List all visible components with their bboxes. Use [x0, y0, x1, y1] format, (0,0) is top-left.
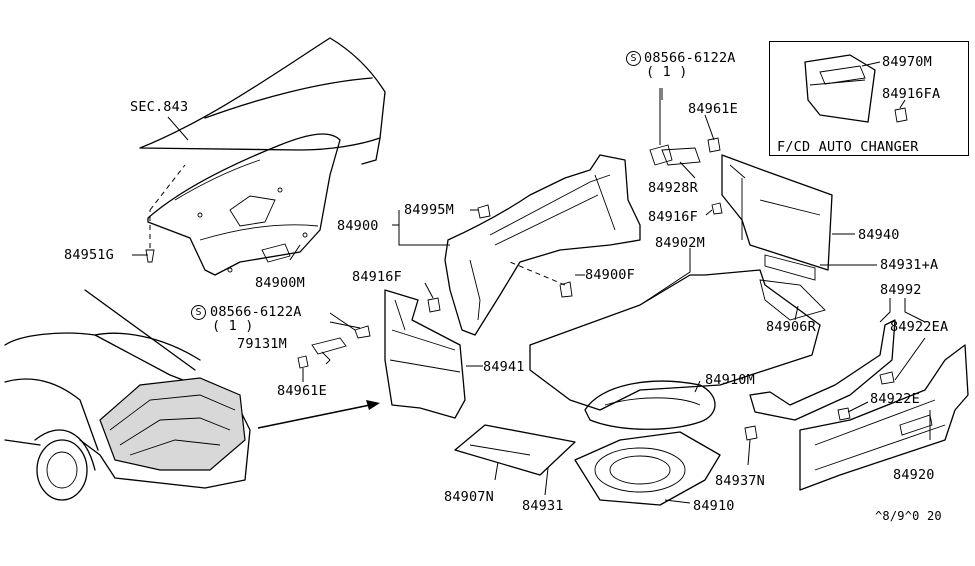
label-84928R: 84928R	[648, 180, 698, 196]
label-84900M: 84900M	[255, 275, 305, 291]
cd-changer-inset	[804, 54, 908, 123]
label-sec843: SEC.843	[130, 99, 189, 115]
label-84920: 84920	[893, 467, 935, 483]
clip-84916F-mid	[711, 202, 723, 215]
rear-finisher-84920	[799, 344, 969, 491]
label-fcd-auto-changer: F/CD AUTO CHANGER	[777, 139, 919, 155]
panel-84941	[384, 289, 466, 419]
label-84900F: 84900F	[585, 267, 635, 283]
label-qty-top: ( 1 )	[646, 64, 688, 80]
strip-84992	[749, 319, 896, 421]
label-84931: 84931	[522, 498, 564, 514]
label-84916F-left: 84916F	[352, 269, 402, 285]
clip-84900F	[509, 261, 573, 298]
label-84995M: 84995M	[404, 202, 454, 218]
label-84906R: 84906R	[766, 319, 816, 335]
label-84940: 84940	[858, 227, 900, 243]
diagram-code: ^8/9^0 20	[875, 509, 942, 523]
label-84907N: 84907N	[444, 489, 494, 505]
screw-symbol-left: S	[191, 305, 206, 320]
label-84916F-mid: 84916F	[648, 209, 698, 225]
floor-mat-84902M	[529, 269, 821, 411]
bracket-79131M	[297, 321, 371, 382]
trunk-lid-finisher-84900M	[147, 133, 341, 276]
car-body	[4, 289, 251, 501]
label-84937N: 84937N	[715, 473, 765, 489]
trunk-lid	[139, 37, 386, 165]
label-84941: 84941	[483, 359, 525, 375]
cd-changer-inset-box	[769, 41, 969, 156]
label-84916FA: 84916FA	[882, 86, 941, 102]
label-84992: 84992	[880, 282, 922, 298]
strip-84931A	[764, 254, 816, 281]
label-84931A: 84931+A	[880, 257, 939, 273]
pointer-arrow	[257, 400, 380, 429]
label-84970M: 84970M	[882, 54, 932, 70]
screw-symbol-top: S	[626, 51, 641, 66]
clip-84995M	[470, 204, 491, 219]
mat-84907N	[454, 424, 576, 476]
tire-cover-84910M	[584, 380, 716, 430]
side-finisher-84900	[444, 154, 641, 336]
label-79131M: 79131M	[237, 336, 287, 352]
leader-lines	[132, 88, 931, 504]
panel-84940	[721, 154, 833, 271]
label-84902M: 84902M	[655, 235, 705, 251]
label-84922EA: 84922EA	[890, 319, 949, 335]
label-08566-left: 08566-6122A	[210, 304, 302, 320]
bracket-84928R	[649, 88, 721, 166]
label-08566-top: 08566-6122A	[644, 50, 736, 66]
label-84922E: 84922E	[870, 391, 920, 407]
clip-84916F-left	[424, 282, 441, 313]
label-qty-left: ( 1 )	[212, 318, 254, 334]
pad-84906R	[759, 279, 826, 321]
clip-84951G	[145, 164, 186, 263]
label-84961E-left: 84961E	[277, 383, 327, 399]
label-84910M: 84910M	[705, 372, 755, 388]
label-84961E-top: 84961E	[688, 101, 738, 117]
label-84951G: 84951G	[64, 247, 114, 263]
label-84910: 84910	[693, 498, 735, 514]
tire-well-84910	[574, 431, 721, 506]
label-84900: 84900	[337, 218, 379, 234]
clips-84922	[744, 371, 895, 441]
